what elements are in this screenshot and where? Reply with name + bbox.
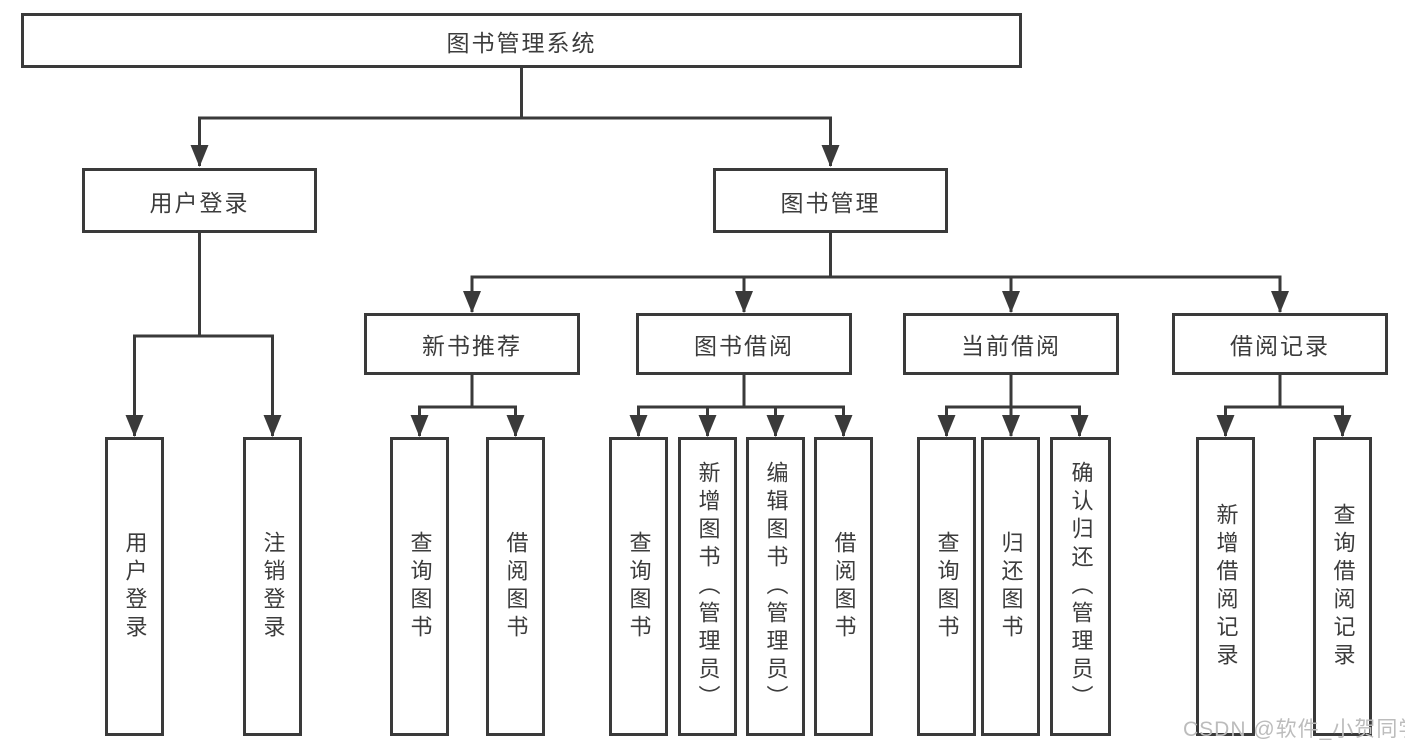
node-label: 归还图书: [998, 530, 1024, 643]
node-leaf-add-books-admin: 新增图书（管理员）: [678, 437, 737, 736]
node-leaf-borrow-books-2: 借阅图书: [814, 437, 873, 736]
node-label: 新书推荐: [422, 333, 522, 359]
node-leaf-return-books: 归还图书: [981, 437, 1040, 736]
node-label: 借阅图书: [503, 530, 529, 643]
node-label: 查询图书: [407, 530, 433, 643]
node-label: 图书管理系统: [446, 29, 597, 56]
node-label: 查询借阅记录: [1330, 502, 1356, 671]
node-leaf-query-books-2: 查询图书: [609, 437, 668, 736]
node-label: 查询图书: [626, 530, 652, 643]
node-label: 确认归还（管理员）: [1068, 460, 1094, 713]
node-book-borrowing: 图书借阅: [636, 313, 852, 375]
node-label: 新增借阅记录: [1213, 502, 1239, 671]
node-label: 用户登录: [149, 189, 250, 216]
node-leaf-logout: 注销登录: [243, 437, 302, 736]
node-leaf-user-login: 用户登录: [105, 437, 164, 736]
node-label: 用户登录: [122, 530, 148, 643]
csdn-watermark: CSDN @软件_小贺同学: [1183, 718, 1405, 741]
node-label: 借阅记录: [1230, 333, 1330, 359]
node-current-borrowing: 当前借阅: [903, 313, 1119, 375]
node-leaf-confirm-return-admin: 确认归还（管理员）: [1050, 437, 1111, 736]
node-library-management-system: 图书管理系统: [21, 13, 1022, 68]
node-label: 查询图书: [934, 530, 960, 643]
node-label: 注销登录: [260, 530, 286, 643]
node-leaf-query-books-1: 查询图书: [390, 437, 449, 736]
node-label: 图书借阅: [694, 333, 794, 359]
node-label: 新增图书（管理员）: [695, 460, 721, 713]
node-leaf-edit-books-admin: 编辑图书（管理员）: [746, 437, 805, 736]
node-label: 借阅图书: [831, 530, 857, 643]
connector-group: [125, 67, 1352, 437]
node-new-book-recommend: 新书推荐: [364, 313, 580, 375]
node-label: 编辑图书（管理员）: [763, 460, 789, 713]
node-leaf-query-borrow-record: 查询借阅记录: [1313, 437, 1372, 736]
node-label: 图书管理: [780, 189, 881, 216]
node-leaf-query-books-3: 查询图书: [917, 437, 976, 736]
node-label: 当前借阅: [961, 333, 1061, 359]
node-leaf-borrow-books-1: 借阅图书: [486, 437, 545, 736]
node-book-management: 图书管理: [713, 168, 948, 233]
node-user-login: 用户登录: [82, 168, 317, 233]
node-borrowing-records: 借阅记录: [1172, 313, 1388, 375]
node-leaf-add-borrow-record: 新增借阅记录: [1196, 437, 1255, 736]
